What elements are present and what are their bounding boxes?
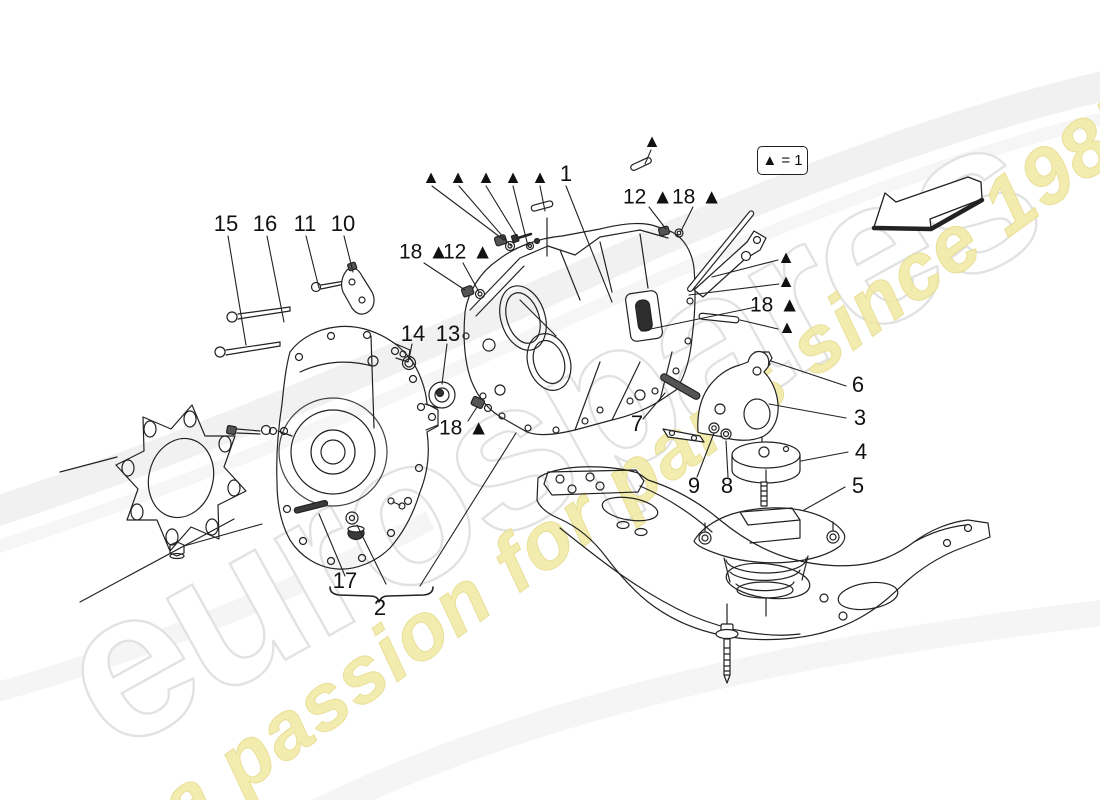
part-label-18-b[interactable]: 18 ▲ [672, 185, 722, 209]
part-label-4[interactable]: 4 [854, 439, 868, 464]
part-label-18-a[interactable]: 18 ▲ [399, 240, 449, 264]
part-label-10[interactable]: 10 [330, 211, 356, 236]
gearbox-housing-drawing [462, 222, 696, 436]
part-label-5[interactable]: 5 [851, 473, 865, 498]
selector-bracket-drawing [660, 210, 767, 443]
part-label-14[interactable]: 14 [400, 321, 426, 346]
direction-arrow [871, 176, 985, 232]
part-label-17[interactable]: 17 [332, 568, 358, 593]
part-label-12-a[interactable]: 12 ▲ [443, 240, 493, 264]
part-label-13[interactable]: 13 [435, 321, 461, 346]
part-label-9[interactable]: 9 [687, 473, 701, 498]
part-label-18-d[interactable]: 18 ▲ [750, 293, 800, 317]
part-label-7[interactable]: 7 [630, 411, 644, 436]
part-label-16[interactable]: 16 [252, 211, 278, 236]
top-fasteners-drawing [493, 157, 684, 257]
leader-lines [183, 149, 849, 603]
washer-nut-drawing [708, 422, 732, 440]
part-label-8[interactable]: 8 [720, 473, 734, 498]
part-label-1[interactable]: 1 [559, 161, 573, 186]
gearbox-cover-drawing [276, 325, 439, 570]
part-label-2[interactable]: 2 [373, 595, 387, 620]
part-label-6[interactable]: 6 [851, 372, 865, 397]
part-label-11[interactable]: 11 [293, 211, 317, 236]
part-label-18-c[interactable]: 18 ▲ [439, 416, 489, 440]
legend-text: ▲ = 1 [762, 152, 803, 169]
left-fasteners-drawing [214, 261, 375, 358]
legend-box: ▲ = 1 [757, 146, 808, 175]
watermark-swoosh [0, 71, 1100, 800]
part-label-12-b[interactable]: 12 ▲ [623, 185, 673, 209]
group-bracket-brace [329, 586, 434, 603]
subframe-drawing [536, 466, 991, 684]
part-label-3[interactable]: 3 [853, 405, 867, 430]
part-label-15[interactable]: 15 [213, 211, 239, 236]
engine-mount-drawing [693, 350, 846, 617]
